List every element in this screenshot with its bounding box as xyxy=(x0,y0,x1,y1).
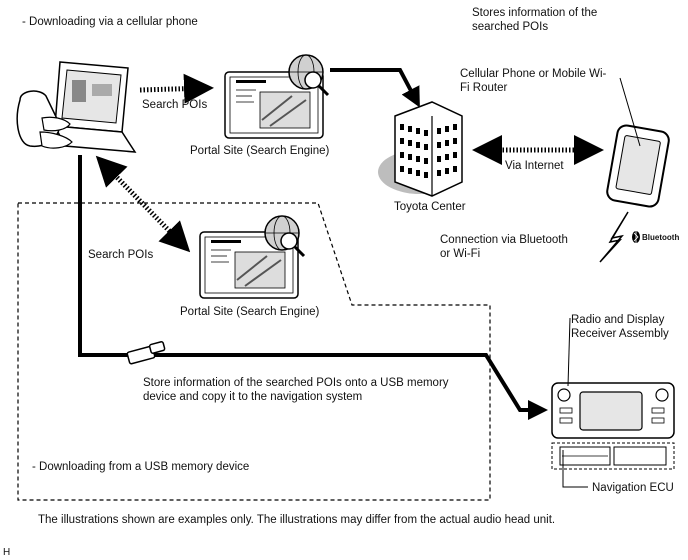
radio-receiver-icon xyxy=(551,382,675,439)
portal-site-top-icon xyxy=(224,71,324,139)
phone-pointer-line xyxy=(619,77,641,147)
radio-pointer-line xyxy=(567,317,571,387)
search-pois-mid-label: Search POIs xyxy=(88,249,154,261)
navigation-ecu-icon xyxy=(551,442,675,470)
navigation-ecu-label: Navigation ECU xyxy=(592,482,674,494)
search-arrow-top xyxy=(139,73,214,104)
usb-section-title: - Downloading from a USB memory device xyxy=(32,461,250,473)
navigation-pointer-line xyxy=(562,450,588,488)
bluetooth-logo-text: Bluetooth xyxy=(642,233,680,242)
usb-transfer-arrow xyxy=(78,155,548,420)
portal-to-toyota-arrow xyxy=(330,68,420,108)
stores-info-label: Stores information of the searched POIs xyxy=(472,7,598,33)
radio-display-label: Radio and Display Receiver Assembly xyxy=(571,314,669,340)
search-pois-top-label: Search POIs xyxy=(142,99,208,111)
portal-site-top-label: Portal Site (Search Engine) xyxy=(190,145,330,157)
bluetooth-logo-icon xyxy=(632,231,640,243)
via-internet-label: Via Internet xyxy=(505,160,564,172)
figure-code: H xyxy=(3,547,11,558)
search-arrow-mid xyxy=(95,155,191,253)
person-icon xyxy=(16,90,73,149)
footnote: The illustrations shown are examples onl… xyxy=(38,514,556,526)
toyota-center-label: Toyota Center xyxy=(394,201,466,213)
globe-icon-mid xyxy=(264,215,306,258)
wireless-signal-icon xyxy=(599,211,629,263)
connection-bluetooth-label: Connection via Bluetooth or Wi-Fi xyxy=(440,234,568,260)
toyota-center-building-icon xyxy=(378,101,463,197)
cellular-section-title: - Downloading via a cellular phone xyxy=(22,16,198,28)
laptop-icon xyxy=(53,61,137,153)
portal-site-mid-label: Portal Site (Search Engine) xyxy=(180,306,320,318)
usb-store-label: Store information of the searched POIs o… xyxy=(143,377,449,403)
cellular-phone-icon xyxy=(606,124,670,208)
globe-icon xyxy=(288,54,330,97)
usb-memory-icon xyxy=(126,341,166,365)
cellular-device-label: Cellular Phone or Mobile Wi-Fi Router xyxy=(460,68,607,94)
usb-region-border xyxy=(17,202,491,501)
